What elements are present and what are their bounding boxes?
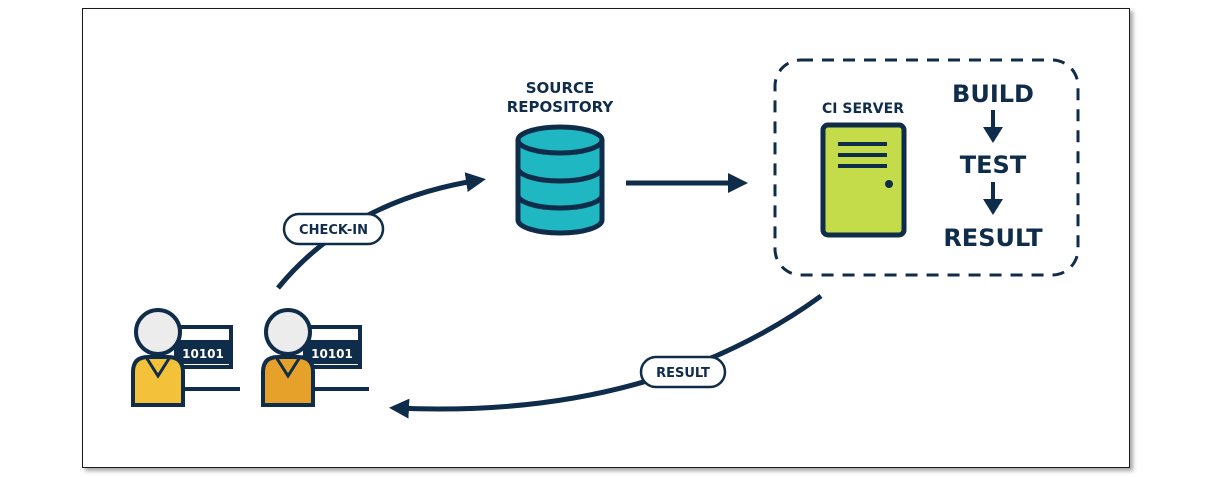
result-arrow (389, 293, 823, 419)
build-step-label: BUILD (952, 80, 1034, 108)
source-repository-label-line2: REPOSITORY (507, 98, 615, 116)
ci-server-box (773, 58, 1080, 277)
source-repository-label-line1: SOURCE (526, 79, 595, 97)
laptop-screen-text: 10101 (311, 347, 353, 361)
result-step-label: RESULT (943, 224, 1043, 252)
test-step-label: TEST (960, 151, 1027, 179)
result-label: RESULT (656, 366, 710, 381)
check-in-label: CHECK-IN (299, 223, 368, 238)
ci-server-label: CI SERVER (822, 101, 904, 117)
developer-icon: 10101 (131, 308, 240, 407)
developer-icon: 10101 (261, 308, 369, 407)
down-arrow-icon (983, 110, 1003, 143)
server-icon (820, 122, 907, 238)
database-icon (515, 124, 605, 236)
laptop-screen-text: 10101 (182, 347, 224, 361)
check-in-badge: CHECK-IN (282, 212, 385, 246)
result-badge: RESULT (639, 355, 727, 389)
down-arrow-icon (983, 182, 1003, 215)
